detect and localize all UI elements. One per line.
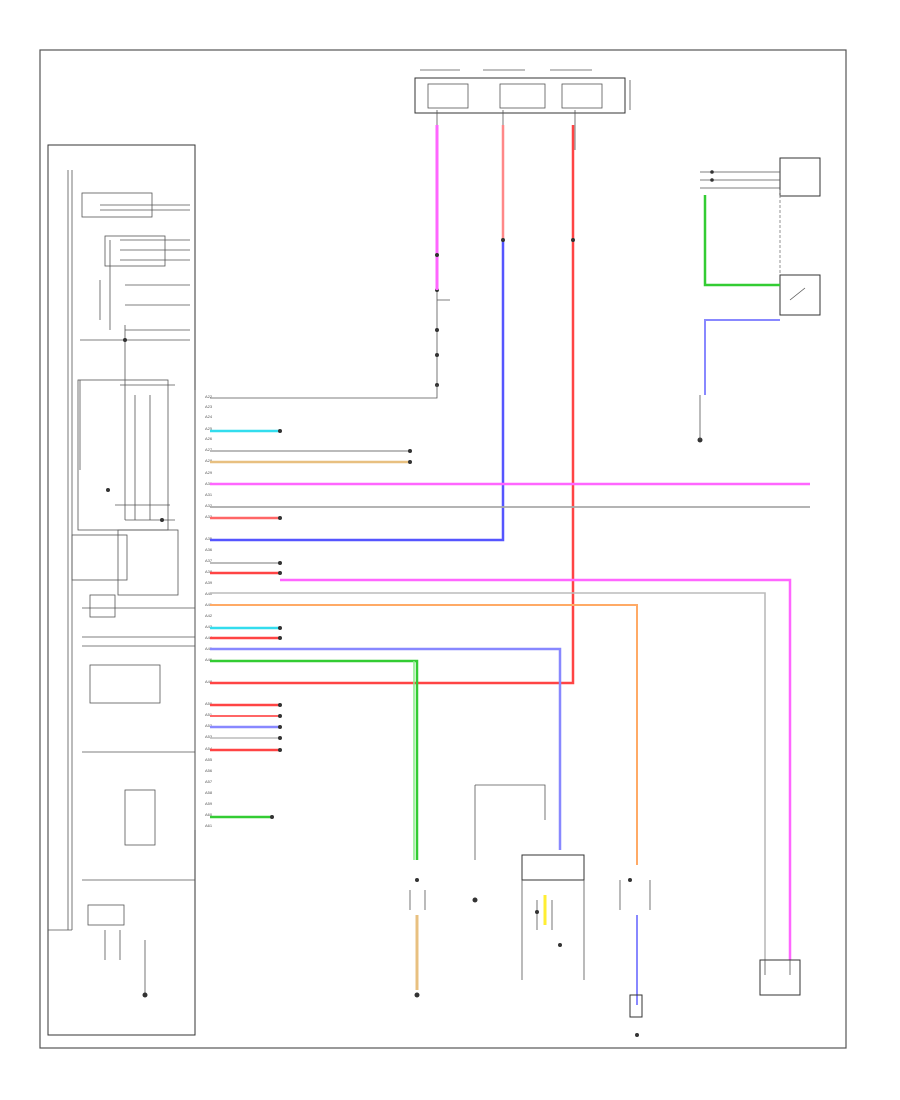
svg-text:A30: A30 bbox=[205, 481, 213, 486]
top-right-sensor bbox=[697, 157, 821, 443]
engine-control-module bbox=[47, 144, 196, 1036]
svg-text:A58: A58 bbox=[205, 790, 213, 795]
upper-center-component bbox=[210, 110, 576, 399]
top-junction-block bbox=[414, 69, 631, 114]
svg-text:A43: A43 bbox=[205, 624, 213, 629]
wire-green-a46 bbox=[210, 659, 419, 860]
svg-text:A32: A32 bbox=[205, 503, 213, 508]
svg-text:A26: A26 bbox=[205, 436, 213, 441]
svg-text:A51: A51 bbox=[205, 712, 213, 717]
svg-text:A31: A31 bbox=[205, 492, 213, 497]
svg-text:A48: A48 bbox=[205, 679, 213, 684]
svg-text:A25: A25 bbox=[205, 426, 213, 431]
svg-text:A22: A22 bbox=[205, 394, 213, 399]
wire-orange-a40 bbox=[210, 604, 638, 865]
svg-text:A60: A60 bbox=[205, 812, 213, 817]
svg-text:A46: A46 bbox=[205, 657, 213, 662]
bottom-sensor-right bbox=[619, 878, 651, 1037]
svg-text:A45: A45 bbox=[205, 646, 213, 651]
svg-text:A42: A42 bbox=[205, 613, 213, 618]
svg-text:A59: A59 bbox=[205, 801, 213, 806]
svg-text:A44: A44 bbox=[205, 635, 213, 640]
svg-text:A24: A24 bbox=[205, 414, 213, 419]
svg-text:A41: A41 bbox=[205, 602, 213, 607]
wire-gray-a39 bbox=[210, 592, 766, 960]
svg-text:A33: A33 bbox=[205, 514, 213, 519]
svg-text:A52: A52 bbox=[205, 723, 213, 728]
wire-terminals bbox=[270, 238, 575, 819]
bottom-sensor-left bbox=[409, 878, 426, 998]
svg-text:A39: A39 bbox=[205, 580, 213, 585]
wire-blue-run bbox=[210, 240, 505, 542]
svg-text:A23: A23 bbox=[205, 404, 213, 409]
svg-text:A56: A56 bbox=[205, 768, 213, 773]
bottom-ground-center bbox=[472, 784, 546, 903]
wire-harness bbox=[210, 125, 810, 1005]
svg-text:A61: A61 bbox=[205, 823, 213, 828]
svg-text:A29: A29 bbox=[205, 470, 213, 475]
wire-red-run bbox=[210, 125, 575, 685]
wire-violet-a45 bbox=[210, 647, 562, 850]
bottom-fuel-sender bbox=[759, 959, 801, 996]
svg-text:A27: A27 bbox=[205, 447, 213, 452]
svg-text:A57: A57 bbox=[205, 779, 213, 784]
svg-text:A38: A38 bbox=[205, 569, 213, 574]
svg-text:A53: A53 bbox=[205, 734, 213, 739]
wire-violet-top-right bbox=[704, 319, 780, 395]
svg-text:A37: A37 bbox=[205, 558, 213, 563]
bottom-switch-center bbox=[521, 854, 585, 980]
svg-text:A54: A54 bbox=[205, 746, 213, 751]
connector-pin-column: A22 A23 A24 A25 A26 A27 A28 A29 A30 A31 … bbox=[194, 390, 213, 830]
svg-text:A40: A40 bbox=[205, 591, 213, 596]
svg-text:A28: A28 bbox=[205, 458, 213, 463]
svg-text:A36: A36 bbox=[205, 547, 213, 552]
svg-text:A55: A55 bbox=[205, 757, 213, 762]
wire-pink-a38-long bbox=[280, 578, 792, 960]
wire-green-top-right bbox=[703, 195, 780, 287]
svg-text:A50: A50 bbox=[205, 701, 213, 706]
svg-text:A35: A35 bbox=[205, 536, 213, 541]
diagram-frame bbox=[39, 49, 847, 1049]
